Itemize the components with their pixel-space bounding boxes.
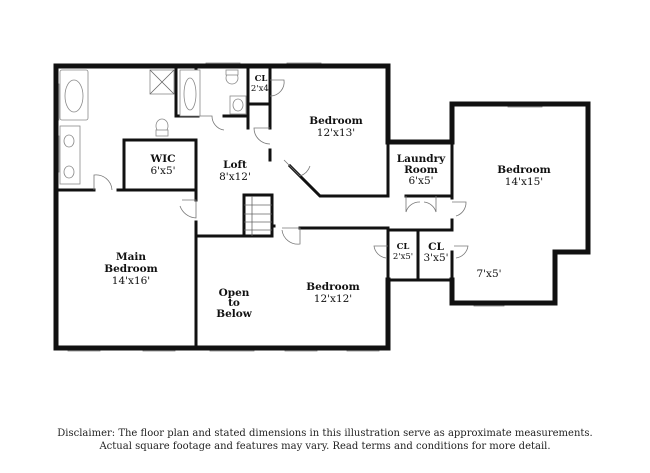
disclaimer-line-1: Disclaimer: The floor plan and stated di…: [57, 428, 593, 439]
svg-text:2'x4': 2'x4': [251, 84, 271, 94]
room-label-wic: WIC 6'x5': [149, 153, 175, 177]
fixtures: [59, 69, 247, 185]
svg-text:CL: CL: [428, 241, 444, 253]
svg-text:Below: Below: [216, 308, 253, 320]
disclaimer-line-2: Actual square footage and features may v…: [99, 441, 551, 452]
svg-text:Room: Room: [404, 164, 438, 176]
svg-text:6'x5': 6'x5': [150, 165, 175, 177]
interior-walls: [54, 64, 454, 350]
room-label-bedroom-right: Bedroom 14'x15': [497, 164, 551, 188]
svg-text:CL: CL: [255, 74, 268, 84]
svg-text:14'x15': 14'x15': [505, 176, 543, 188]
room-label-bedroom-bottom: Bedroom 12'x12': [306, 281, 360, 305]
svg-text:to: to: [228, 297, 240, 309]
door-swings: [93, 79, 469, 259]
svg-text:CL: CL: [397, 242, 410, 252]
svg-text:WIC: WIC: [149, 153, 175, 165]
room-label-cl-mid-b: CL 3'x5': [423, 241, 448, 264]
room-label-open-to-below: Open to Below: [216, 287, 253, 320]
svg-text:Loft: Loft: [223, 159, 247, 171]
svg-text:Bedroom: Bedroom: [306, 281, 360, 293]
room-label-main-bedroom: Main Bedroom 14'x16': [104, 251, 158, 287]
room-label-laundry: Laundry Room 6'x5': [397, 153, 446, 187]
room-label-nook: 7'x5': [476, 268, 501, 280]
room-label-cl-top: CL 2'x4': [251, 74, 271, 94]
svg-text:12'x12': 12'x12': [314, 293, 352, 305]
svg-text:12'x13': 12'x13': [317, 127, 355, 139]
svg-text:Open: Open: [219, 287, 250, 299]
svg-text:2'x5': 2'x5': [393, 252, 413, 262]
svg-text:Laundry: Laundry: [397, 153, 446, 165]
svg-text:Bedroom: Bedroom: [104, 263, 158, 275]
svg-text:7'x5': 7'x5': [476, 268, 501, 280]
svg-text:Bedroom: Bedroom: [497, 164, 551, 176]
room-label-bedroom-top: Bedroom 12'x13': [309, 115, 363, 139]
disclaimer: Disclaimer: The floor plan and stated di…: [0, 427, 650, 453]
svg-text:14'x16': 14'x16': [112, 275, 150, 287]
svg-text:Bedroom: Bedroom: [309, 115, 363, 127]
svg-text:6'x5': 6'x5': [408, 175, 433, 187]
svg-text:8'x12': 8'x12': [219, 171, 251, 183]
exterior-walls: [53, 63, 591, 351]
stairs: [242, 193, 274, 238]
svg-text:3'x5': 3'x5': [423, 252, 448, 264]
room-label-cl-mid-a: CL 2'x5': [393, 242, 413, 262]
svg-text:Main: Main: [116, 251, 146, 263]
room-label-loft: Loft 8'x12': [219, 159, 251, 183]
